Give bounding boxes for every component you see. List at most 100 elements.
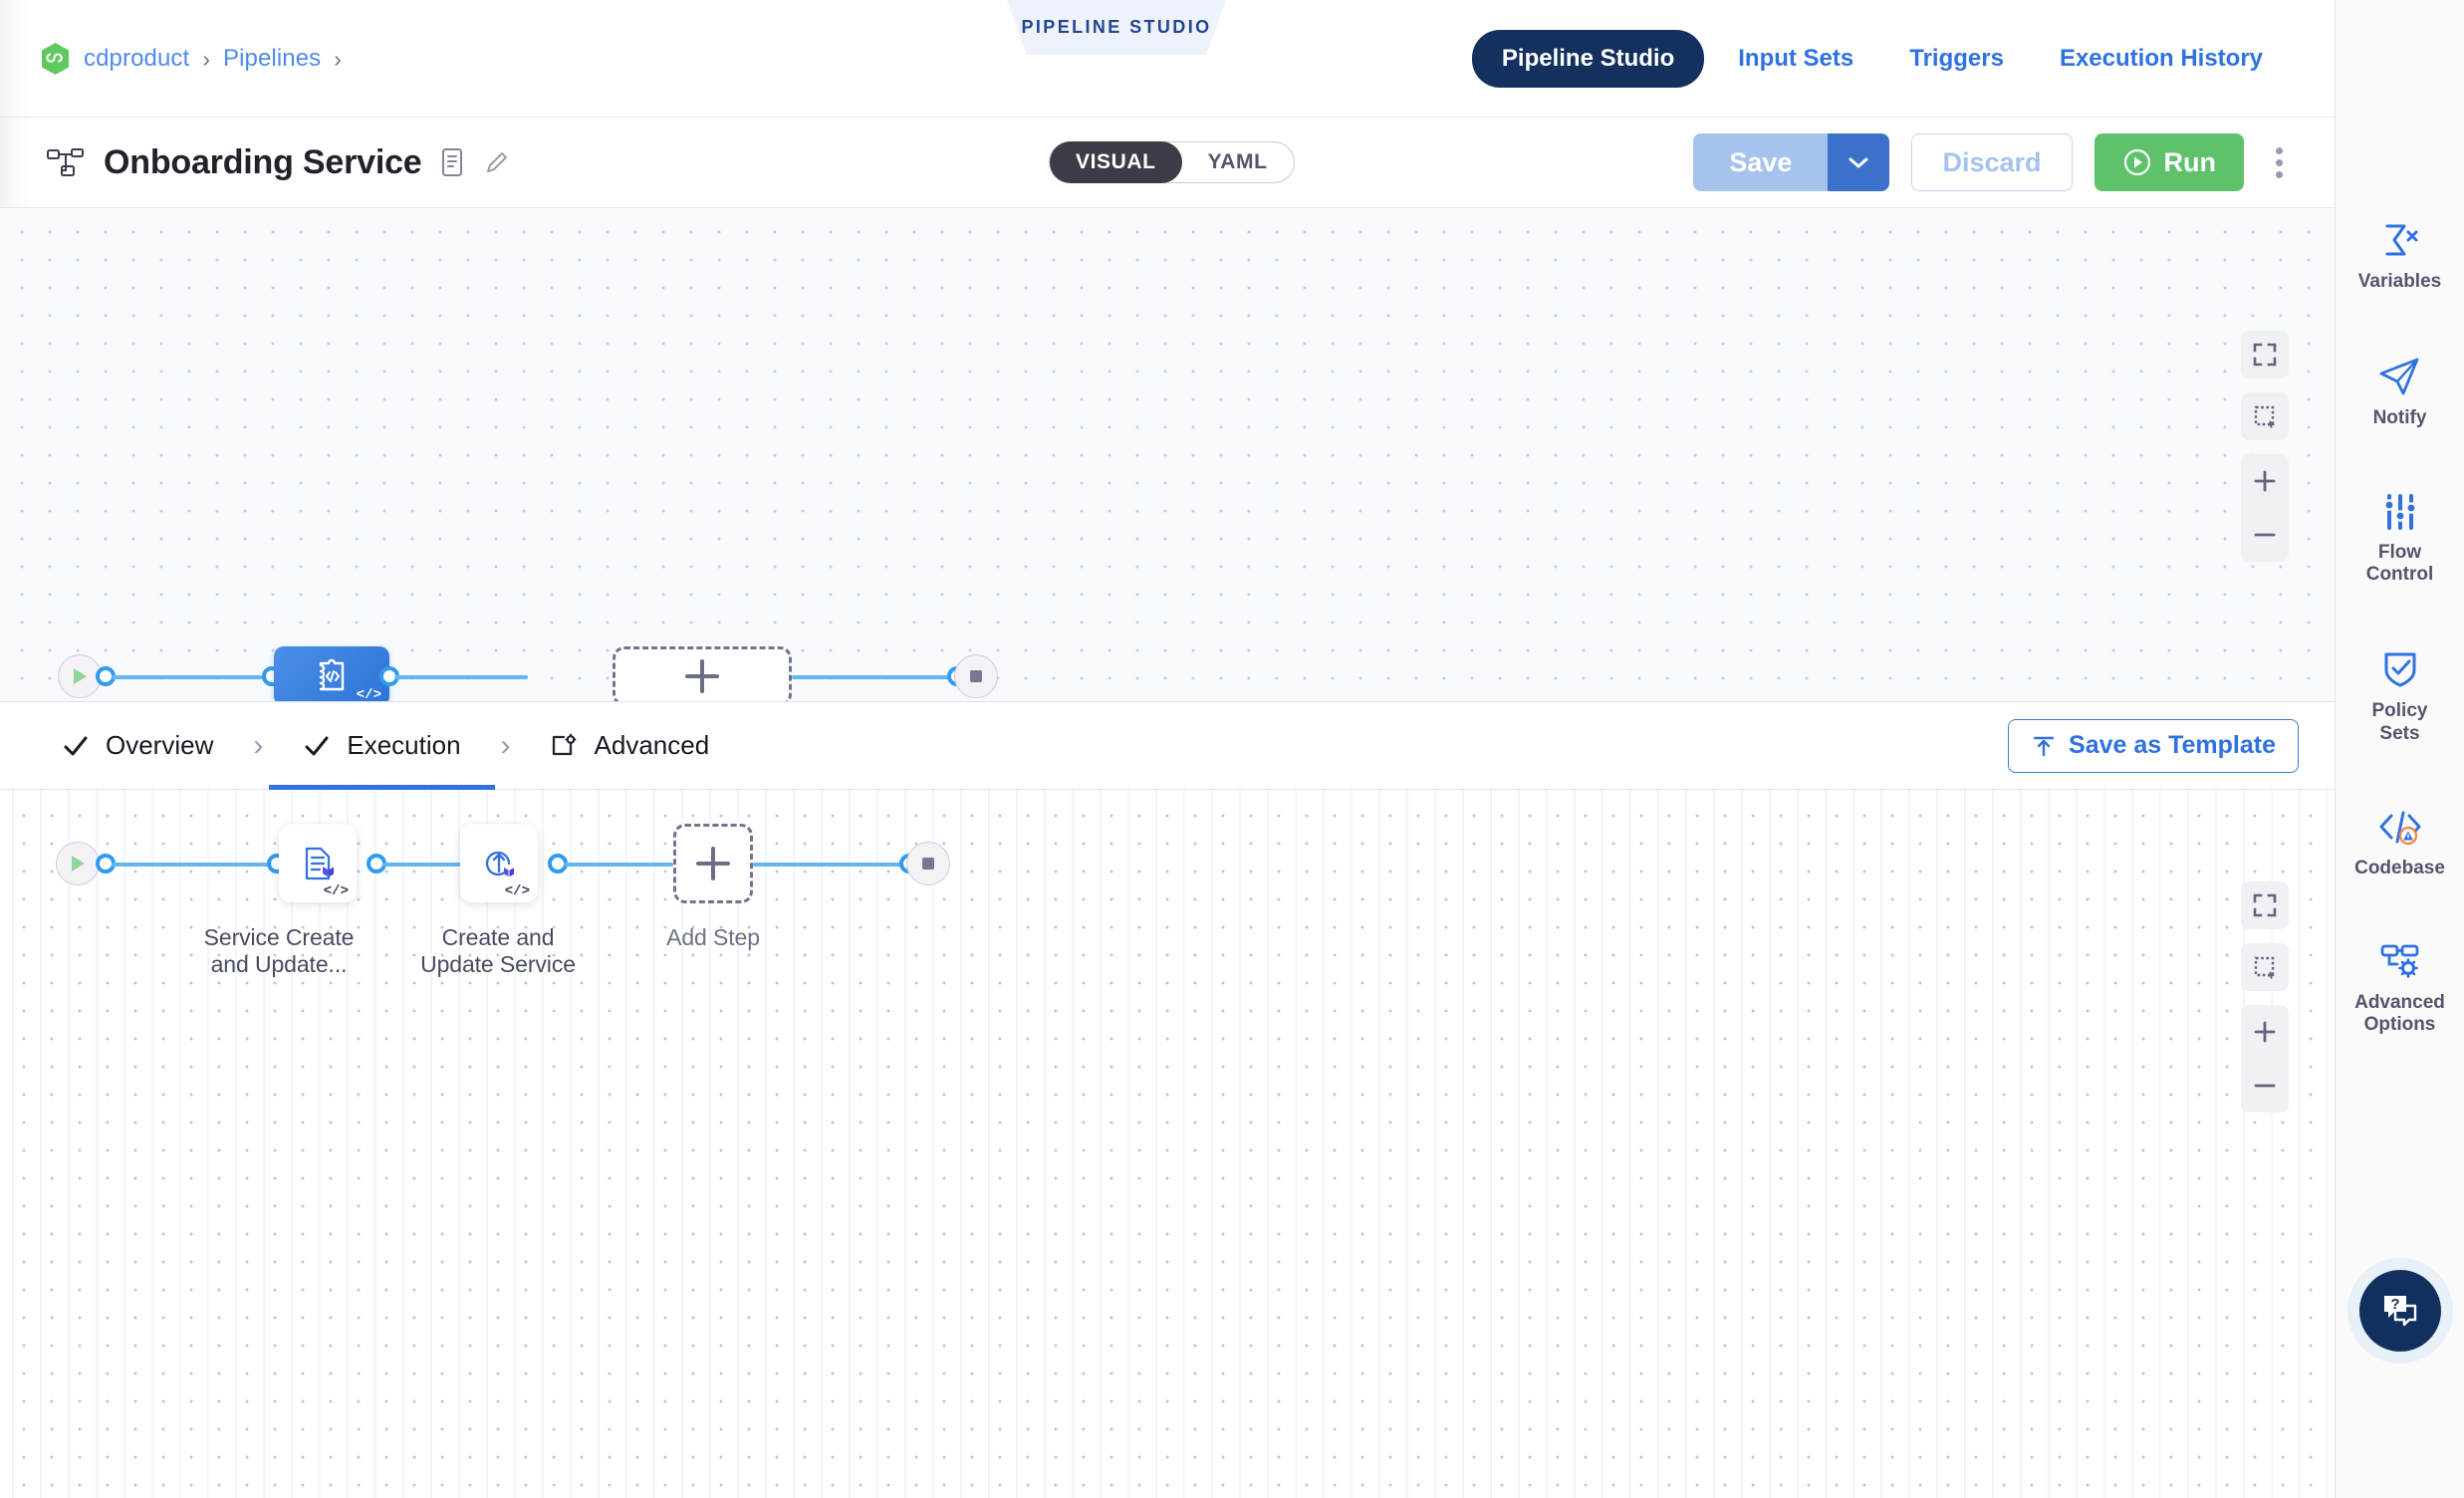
pipeline-studio-banner: PIPELINE STUDIO (1007, 0, 1226, 55)
play-circle-icon (2123, 148, 2150, 176)
stop-square-icon (970, 670, 982, 682)
breadcrumb-item-pipelines[interactable]: Pipelines (222, 45, 322, 72)
nav-pipeline-studio[interactable]: Pipeline Studio (1471, 30, 1705, 88)
policy-sets-line1: Policy (2371, 700, 2428, 722)
discard-button[interactable]: Discard (1911, 133, 2073, 191)
step-label-service-create: Service Create and Update... (179, 924, 378, 978)
connector-line (564, 863, 673, 867)
step-label-line2: and Update... (210, 951, 348, 978)
play-icon (72, 856, 85, 872)
run-button[interactable]: Run (2094, 133, 2244, 191)
sidebar-item-variables[interactable]: Variables (2336, 221, 2464, 294)
add-step-label: Add Step (666, 924, 760, 950)
plus-icon (685, 659, 719, 693)
connector-line (382, 863, 467, 867)
fit-to-screen-button[interactable] (2241, 881, 2289, 929)
canvas-controls-bottom (2241, 881, 2289, 1113)
sidebar-item-advanced-options[interactable]: Advanced Options (2336, 942, 2464, 1038)
nav-execution-history[interactable]: Execution History (2059, 45, 2263, 72)
add-step-button[interactable] (673, 824, 753, 903)
template-badge: </> (356, 687, 381, 702)
tab-execution[interactable]: Execution (269, 702, 495, 790)
tab-overview-label: Overview (106, 730, 214, 760)
pipeline-canvas[interactable]: </> Create and Update Service Add Stage (0, 208, 2335, 702)
tab-execution-label: Execution (347, 730, 461, 760)
save-as-template-button[interactable]: Save as Template (2008, 718, 2299, 773)
sliders-icon (2382, 493, 2417, 530)
stage-node-create-and-update-service[interactable]: </> (274, 646, 389, 702)
kebab-menu-icon[interactable] (2266, 141, 2293, 184)
terraform-plan-document-icon (305, 847, 334, 880)
tab-advanced[interactable]: Advanced (517, 702, 744, 790)
template-badge: </> (323, 883, 349, 899)
breadcrumb: cdproduct › Pipelines › (40, 0, 342, 118)
step-node-service-create-and-update[interactable]: </> (279, 825, 357, 902)
help-chat-icon: ? (2383, 1296, 2416, 1327)
sidebar-item-flow-control[interactable]: Flow Control (2336, 492, 2464, 588)
save-button-group: Save (1693, 133, 1890, 191)
sidebar-item-notify[interactable]: Notify (2336, 356, 2464, 430)
zoom-out-button[interactable] (2241, 1059, 2289, 1113)
add-stage-button[interactable] (613, 646, 792, 701)
execution-start-node-visual (56, 842, 100, 885)
save-button[interactable]: Save (1693, 133, 1829, 191)
breadcrumb-separator: › (202, 45, 210, 72)
tab-overview[interactable]: Overview (28, 702, 247, 790)
tab-advanced-label: Advanced (594, 730, 710, 760)
sidebar-item-policy-sets-label: Policy Sets (2372, 700, 2428, 746)
toggle-option-yaml[interactable]: YAML (1207, 150, 1268, 173)
advanced-options-line1: Advanced (2354, 991, 2445, 1013)
pipeline-start-node (58, 654, 102, 698)
right-sidebar: Variables Notify Flow Control (2335, 0, 2464, 1498)
save-template-icon (2033, 736, 2055, 756)
visual-yaml-toggle[interactable]: VISUAL YAML (1049, 141, 1295, 183)
chevron-down-icon (1848, 157, 1868, 168)
play-icon (74, 668, 87, 684)
sidebar-item-advanced-options-label: Advanced Options (2354, 992, 2445, 1038)
execution-canvas[interactable]: </> </> (0, 790, 2335, 1498)
pipeline-nodes-icon (47, 148, 84, 176)
help-chat-button[interactable]: ? (2358, 1270, 2441, 1352)
terraform-apply-arrow-icon (485, 851, 514, 877)
pipeline-studio-banner-label: PIPELINE STUDIO (1021, 17, 1212, 37)
canvas-controls-top (2241, 331, 2289, 562)
template-badge: </> (504, 883, 530, 899)
step-node-create-and-update-service[interactable]: </> (460, 825, 538, 902)
tab-separator: › (253, 728, 264, 762)
breadcrumb-bar: cdproduct › Pipelines › PIPELINE STUDIO … (0, 0, 2335, 118)
marquee-select-button[interactable] (2241, 392, 2289, 440)
save-dropdown-button[interactable] (1828, 133, 1890, 191)
toggle-option-visual[interactable]: VISUAL (1050, 141, 1182, 183)
sidebar-item-policy-sets[interactable]: Policy Sets (2336, 648, 2464, 746)
check-icon (64, 736, 88, 755)
description-icon[interactable] (439, 147, 465, 177)
zoom-out-icon (2254, 1084, 2276, 1088)
sidebar-item-flow-control-label: Flow Control (2366, 542, 2434, 588)
zoom-out-button[interactable] (2241, 508, 2289, 562)
sidebar-item-codebase[interactable]: Codebase (2336, 808, 2464, 880)
zoom-controls (2241, 454, 2289, 562)
breadcrumb-item-cdproduct[interactable]: cdproduct (84, 45, 190, 72)
pencil-edit-icon[interactable] (483, 147, 509, 177)
connector-line (792, 675, 956, 679)
fit-to-screen-icon (2253, 893, 2277, 917)
paper-plane-icon (2379, 358, 2418, 395)
fit-to-screen-icon (2253, 343, 2277, 367)
main-column: cdproduct › Pipelines › PIPELINE STUDIO … (0, 0, 2335, 1498)
page-title: Onboarding Service (104, 142, 422, 181)
zoom-out-icon (2254, 533, 2276, 537)
nav-triggers[interactable]: Triggers (1909, 45, 2004, 72)
title-actions: Save Discard Run (1693, 133, 2293, 191)
nav-input-sets[interactable]: Input Sets (1738, 45, 1854, 72)
marquee-select-button[interactable] (2241, 943, 2289, 991)
zoom-in-button[interactable] (2241, 454, 2289, 508)
fit-to-screen-button[interactable] (2241, 331, 2289, 378)
nodes-gear-icon (2380, 944, 2418, 978)
step-label-line1: Service Create (203, 924, 355, 950)
top-navigation: Pipeline Studio Input Sets Triggers Exec… (1471, 0, 2291, 118)
zoom-in-button[interactable] (2241, 1005, 2289, 1059)
pipeline-title-bar: Onboarding Service VISUAL YAML Save (0, 118, 2335, 208)
save-as-template-label: Save as Template (2069, 731, 2276, 759)
step-label-line1: Create and (441, 924, 555, 950)
